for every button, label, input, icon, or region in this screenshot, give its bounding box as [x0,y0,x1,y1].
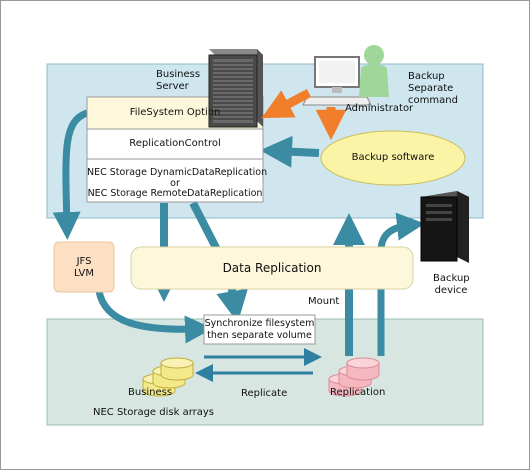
business-server-label-line2: Server [156,81,189,92]
business-disk-label: Business [128,387,173,398]
business-server-label-line1: Business [156,69,201,80]
arrow-backup-to-server [260,135,320,168]
nec-ddr-label: NEC Storage DynamicDataReplication [87,167,268,178]
jfs-label: JFS [76,256,92,267]
replication-disk-label: Replication [330,387,386,398]
backup-software-label: Backup software [351,152,435,163]
arrow-jfs-to-synchronize [95,290,213,344]
nec-rdr-label: NEC Storage RemoteDataReplication [87,188,263,199]
filesystem-option-label: FileSystem Option [129,107,221,118]
data-replication-band [130,246,414,290]
jfs-lvm-box [53,241,115,293]
nec-arrays-label: NEC Storage disk arrays [93,407,215,418]
backup-device-label-line2: device [434,285,468,296]
backup-command-label-line3: command [408,95,458,106]
synchronize-label-line2: then separate volume [207,330,312,341]
arrow-fs-to-jfs [52,109,89,240]
arrow-admin-to-server [261,89,312,119]
mount-label: Mount [308,296,340,307]
or-label: or [170,178,180,189]
computer-icon [302,56,372,106]
backup-software-ellipse [320,130,466,186]
person-icon [359,45,389,97]
backup-device-icon [420,191,469,263]
backup-command-label-line1: Backup [408,71,445,82]
lvm-label: LVM [74,268,94,279]
replicate-label: Replicate [241,388,288,399]
synchronize-box [203,314,316,345]
replication-control-label: ReplicationControl [129,138,221,149]
business-disk-icon [142,357,194,397]
synchronize-label-line1: Synchronize filesystem [204,318,315,329]
replication-disk-icon [328,357,380,397]
data-replication-label: Data Replication [222,261,322,275]
administrator-label: Administrator [345,103,414,114]
backup-command-label-line2: Separate [408,83,454,94]
server-icon [208,49,263,128]
backup-device-label-line1: Backup [433,273,470,284]
